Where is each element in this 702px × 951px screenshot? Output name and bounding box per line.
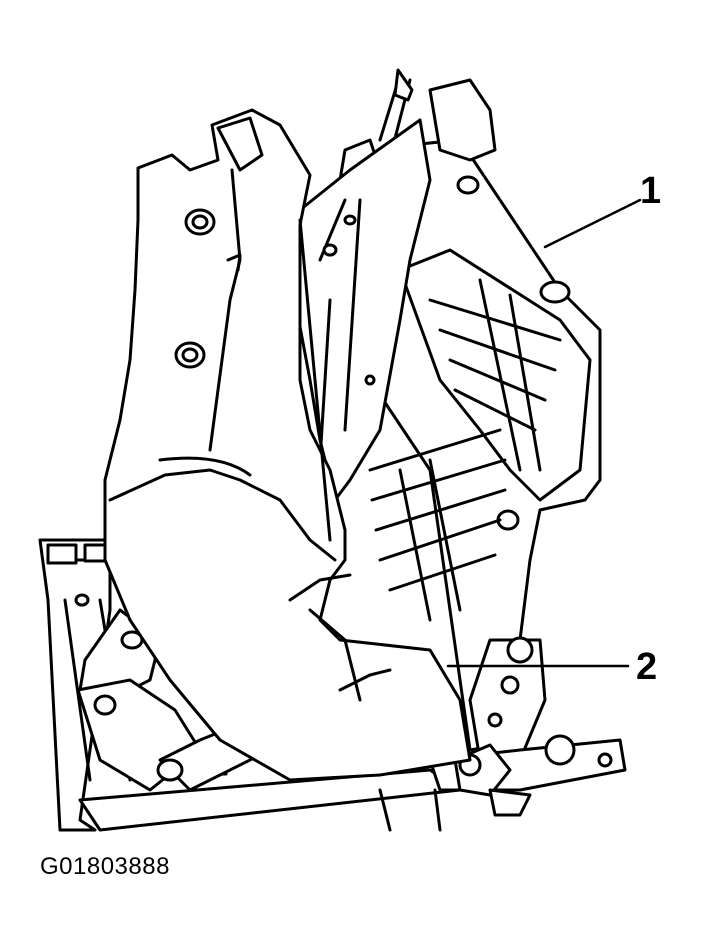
seat-back-trim-cover <box>105 110 470 780</box>
side-panel <box>295 120 430 500</box>
leader-line-1 <box>545 200 640 247</box>
seat-track-base <box>40 540 460 830</box>
callout-label-2: 2 <box>636 646 658 688</box>
callout-label-1: 1 <box>640 170 662 212</box>
figure-id-label: G01803888 <box>40 853 170 880</box>
